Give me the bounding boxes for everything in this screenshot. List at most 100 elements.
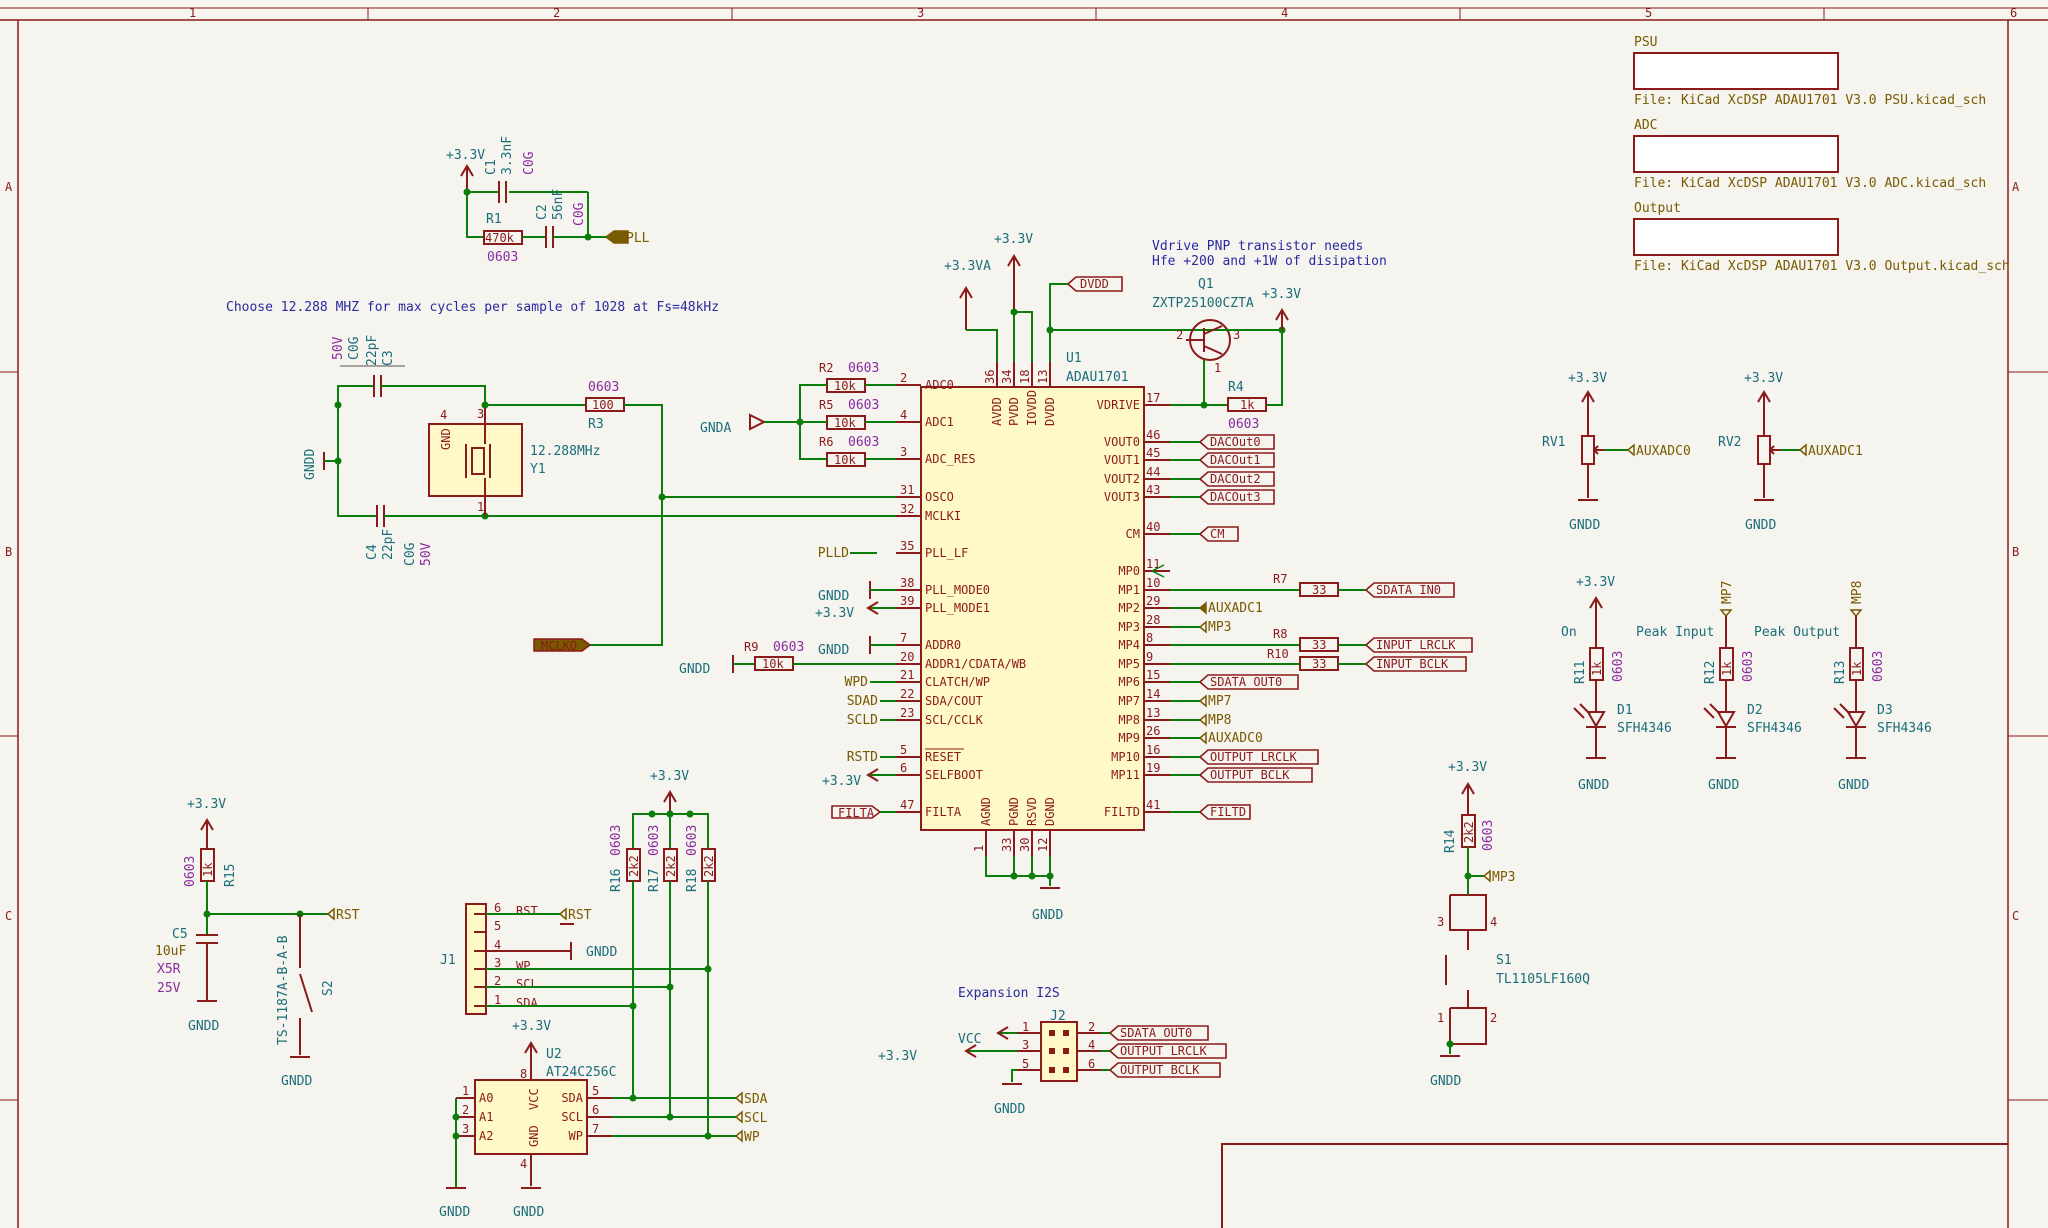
row-c-left: C xyxy=(5,909,12,923)
pin-number: 9 xyxy=(1146,650,1153,664)
s1-pin3: 3 xyxy=(1437,915,1444,929)
pin-name: SCL xyxy=(561,1110,583,1124)
i2c-pullups: +3.3V 2k2 2k2 2k2 R16 0603 R17 0603 R18 … xyxy=(609,769,716,1136)
s2-gnd: GNDD xyxy=(281,1074,312,1089)
j1-pin-5: 5 xyxy=(474,919,501,933)
pin-number: 5 xyxy=(900,743,907,757)
filtd-label: FILTD xyxy=(1210,805,1246,819)
r16-fp: 0603 xyxy=(609,825,624,856)
u2-gnd-label: GNDD xyxy=(513,1205,544,1220)
c3-voltage: 50V xyxy=(331,336,346,360)
col-5: 5 xyxy=(1645,6,1652,20)
r15-ref: R15 xyxy=(223,864,238,887)
sheet-psu[interactable]: PSU File: KiCad XcDSP ADAU1701 V3.0 PSU.… xyxy=(1633,35,1986,108)
u2-wp-net: WP xyxy=(744,1130,760,1145)
auxadc0-net: AUXADC0 xyxy=(1208,731,1263,746)
pin-name: ADDR1/CDATA/WB xyxy=(925,657,1026,671)
r16-value: 2k2 xyxy=(627,855,641,877)
rv2-net: AUXADC1 xyxy=(1808,444,1863,459)
r14-fp: 0603 xyxy=(1481,820,1496,851)
gnda-label: GNDA xyxy=(700,421,731,436)
d3-title: Peak Output xyxy=(1754,625,1840,640)
r17-fp: 0603 xyxy=(647,825,662,856)
y1-ref: Y1 xyxy=(530,462,546,477)
c1-fp: C0G xyxy=(522,151,537,175)
j2-gnd: GNDD xyxy=(994,1102,1025,1117)
led-d2: MP7 Peak Input 1k R12 0603 D2 SFH4346 GN… xyxy=(1636,581,1802,793)
pin-number: 2 xyxy=(900,371,907,385)
dacout2-label: DACOut2 xyxy=(1210,472,1261,486)
pin-name: MP2 xyxy=(1118,601,1140,615)
s1-pin1: 1 xyxy=(1437,1011,1444,1025)
sheet-name: PSU xyxy=(1634,35,1657,50)
pin-name: MP3 xyxy=(1118,620,1140,634)
pin-number: 5 xyxy=(592,1084,599,1098)
c5-value: 10uF xyxy=(155,944,186,959)
pullup-pwr: +3.3V xyxy=(650,769,689,784)
u2-pin8: 8 xyxy=(520,1067,527,1081)
col-6: 6 xyxy=(2010,6,2017,20)
pin-name: RSVD xyxy=(1025,797,1039,826)
y1-gnd: GNDD xyxy=(303,449,318,480)
pin-number: 36 xyxy=(983,370,997,384)
pin-number: 23 xyxy=(900,706,914,720)
sheet-adc[interactable]: ADC File: KiCad XcDSP ADAU1701 V3.0 ADC.… xyxy=(1633,118,1986,191)
pin-number: 6 xyxy=(592,1103,599,1117)
q1-pin1: 1 xyxy=(1214,361,1221,375)
pwr-selfboot: +3.3V xyxy=(822,774,861,789)
pin-name: SELFBOOT xyxy=(925,768,983,782)
pin-name: OSCO xyxy=(925,490,954,504)
dvdd-label: DVDD xyxy=(1080,277,1109,291)
pin-number: 1 xyxy=(494,993,501,1007)
row-b-right: B xyxy=(2012,545,2019,559)
pin-name: MP0 xyxy=(1118,564,1140,578)
r16-ref: R16 xyxy=(609,869,624,892)
pin-number: 17 xyxy=(1146,391,1160,405)
pin-number: 43 xyxy=(1146,483,1160,497)
led-d3: MP8 Peak Output 1k R13 0603 D3 SFH4346 G… xyxy=(1754,581,1932,793)
s1-pin4: 4 xyxy=(1490,915,1497,929)
j2-pwr: +3.3V xyxy=(878,1049,917,1064)
pin-number: 3 xyxy=(462,1122,469,1136)
pin-name: SCL xyxy=(516,977,538,991)
c5-gnd: GNDD xyxy=(188,1019,219,1034)
sheet-output[interactable]: Output File: KiCad XcDSP ADAU1701 V3.0 O… xyxy=(1633,201,2010,274)
c5-voltage: 25V xyxy=(157,981,181,996)
c2-ref: C2 xyxy=(535,204,550,220)
j1-rst-net: RST xyxy=(568,908,592,923)
j2-net-1: OUTPUT_LRCLK xyxy=(1120,1044,1207,1058)
pin-name: ADC1 xyxy=(925,415,954,429)
d1-title: On xyxy=(1561,625,1577,640)
pin-number: 5 xyxy=(1022,1057,1029,1071)
r9-ref: R9 xyxy=(744,640,758,654)
pin-number: 11 xyxy=(1146,557,1160,571)
pin-name: VOUT3 xyxy=(1104,490,1140,504)
u2-sda-net: SDA xyxy=(744,1092,768,1107)
pwr-avdd: +3.3VA xyxy=(944,259,991,274)
crystal-osc: 50V C0G 22pF C3 100 0603 R3 GNDD xyxy=(303,335,666,653)
j2-vcc: VCC xyxy=(958,1032,981,1047)
pin-number: 39 xyxy=(900,594,914,608)
pwr-pllmode1: +3.3V xyxy=(815,606,854,621)
j1-ref: J1 xyxy=(440,953,456,968)
pin-number: 46 xyxy=(1146,428,1160,442)
j2-pin-1: 1 xyxy=(1017,1020,1055,1036)
mp3-net: MP3 xyxy=(1208,620,1231,635)
r13-fp: 0603 xyxy=(1871,651,1886,682)
pin-number: 6 xyxy=(900,761,907,775)
r18-fp: 0603 xyxy=(685,825,700,856)
